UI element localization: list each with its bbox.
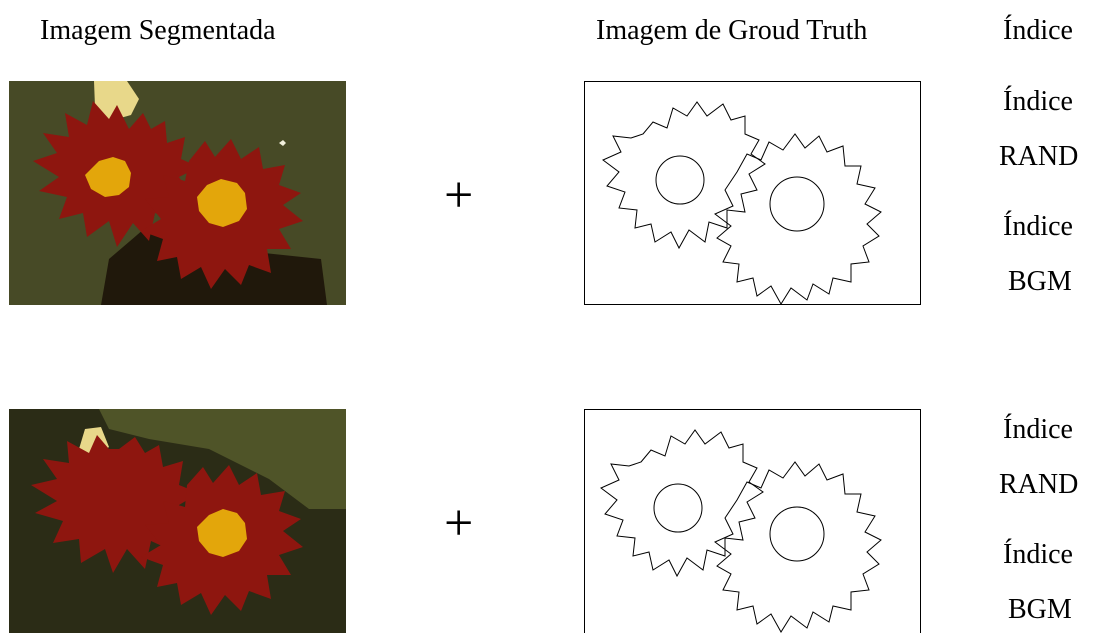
plus-sign-2: +: [444, 495, 474, 552]
segmented-image-1: [9, 81, 346, 305]
index-label: Índice: [1003, 211, 1073, 242]
index-label: Índice: [1003, 86, 1073, 117]
plus-sign-1: +: [444, 167, 474, 224]
bgm-label: BGM: [1008, 594, 1072, 625]
ground-truth-image-1: [584, 81, 921, 305]
segmented-image-2: [9, 409, 346, 633]
index-label: Índice: [1003, 539, 1073, 570]
index-header: Índice: [1003, 15, 1073, 46]
bgm-label: BGM: [1008, 266, 1072, 297]
index-label: Índice: [1003, 414, 1073, 445]
rand-label: RAND: [999, 469, 1079, 500]
ground-truth-image-2: [584, 409, 921, 633]
rand-label: RAND: [999, 141, 1079, 172]
ground-truth-header: Imagem de Groud Truth: [596, 15, 868, 46]
segmented-image-header: Imagem Segmentada: [40, 15, 276, 46]
